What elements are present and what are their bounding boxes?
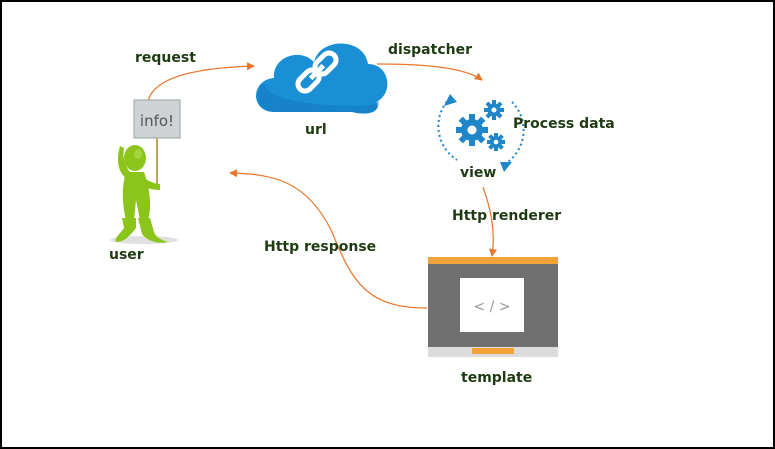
response-arrow: [229, 169, 428, 309]
renderer-arrow: [482, 186, 498, 257]
cloud-link-icon: [256, 43, 388, 114]
node-label-user: user: [109, 247, 144, 263]
dispatcher-arrow: [376, 63, 483, 81]
edge-label-http-response: Http response: [264, 239, 377, 255]
view-annotation-process-data: Process data: [513, 116, 615, 132]
edge-label-request: request: [135, 50, 196, 66]
edge-label-http-renderer: Http renderer: [452, 208, 562, 224]
stick-figure-holding-sign-icon: info!: [110, 99, 181, 244]
code-glyph: < / >: [473, 299, 510, 315]
node-label-template: template: [461, 370, 533, 386]
code-window-icon: < / >: [428, 257, 558, 357]
edge-label-dispatcher: dispatcher: [388, 42, 472, 58]
node-label-url: url: [305, 122, 327, 138]
node-label-view: view: [460, 165, 497, 181]
sign-text: info!: [140, 112, 174, 130]
gears-icon: [437, 94, 525, 172]
request-arrow: [147, 62, 255, 103]
